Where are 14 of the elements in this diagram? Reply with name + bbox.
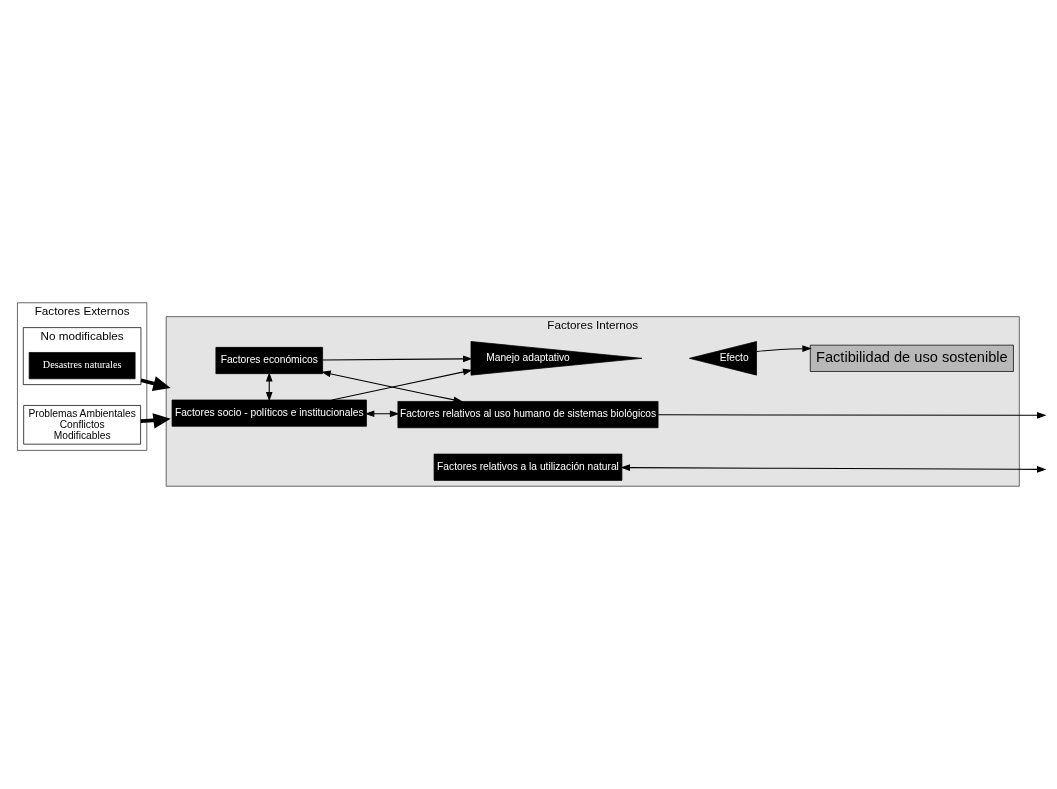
node-box: Problemas Ambientales Conflictos Modificables	[23, 405, 141, 445]
arrow	[322, 355, 473, 363]
arrow	[331, 368, 473, 401]
arrow	[140, 413, 171, 429]
node-box: Factibilidad de uso sostenible	[809, 344, 1014, 372]
arrow	[620, 464, 1047, 473]
node-box: Factores relativos a la utilización natural	[433, 453, 623, 481]
node-box: Factores socio - políticos e institucionales	[171, 399, 367, 427]
node-box: Desastres naturales	[28, 352, 136, 380]
arrow	[321, 370, 464, 404]
arrow	[657, 412, 1047, 419]
node-box: Factores relativos al uso humano de sistemas biológicos	[397, 401, 659, 429]
node-box: Factores económicos	[215, 347, 323, 375]
arrow	[756, 345, 812, 353]
